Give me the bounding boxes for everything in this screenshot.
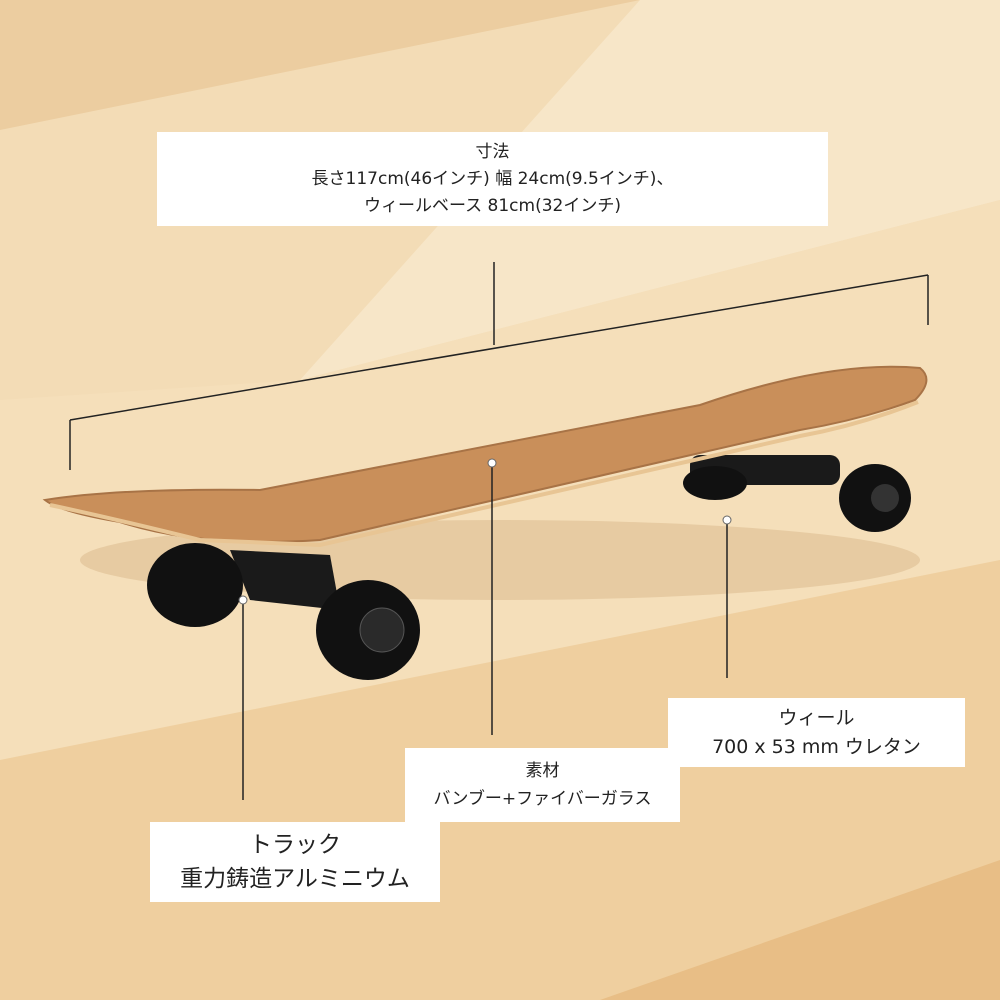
- wheel-label: ウィール 700 x 53 mm ウレタン: [668, 698, 965, 767]
- dimensions-label: 寸法 長さ117cm(46インチ) 幅 24cm(9.5インチ)、 ウィールベー…: [157, 132, 828, 226]
- material-title: 素材: [525, 761, 560, 781]
- skateboard: [42, 365, 928, 680]
- rear-truck: [683, 455, 840, 500]
- dimensions-line1: 長さ117cm(46インチ) 幅 24cm(9.5インチ)、: [311, 168, 674, 189]
- material-label: 素材 バンブー+ファイバーガラス: [405, 748, 680, 822]
- truck-label: トラック 重力鋳造アルミニウム: [150, 822, 440, 902]
- rear-wheel: [839, 464, 911, 532]
- dimensions-line2: ウィールベース 81cm(32インチ): [364, 195, 621, 216]
- truck-title: トラック: [249, 832, 341, 858]
- callout-dots: [238, 458, 732, 605]
- front-wheel: [316, 580, 420, 680]
- deck: [42, 365, 928, 548]
- callout-lines: [69, 262, 929, 800]
- wheel-title: ウィール: [778, 706, 855, 729]
- material-spec: バンブー+ファイバーガラス: [433, 789, 652, 809]
- front-truck: [147, 543, 340, 627]
- wheel-spec: 700 x 53 mm ウレタン: [712, 735, 921, 758]
- dimensions-title: 寸法: [475, 141, 510, 162]
- truck-spec: 重力鋳造アルミニウム: [180, 866, 410, 892]
